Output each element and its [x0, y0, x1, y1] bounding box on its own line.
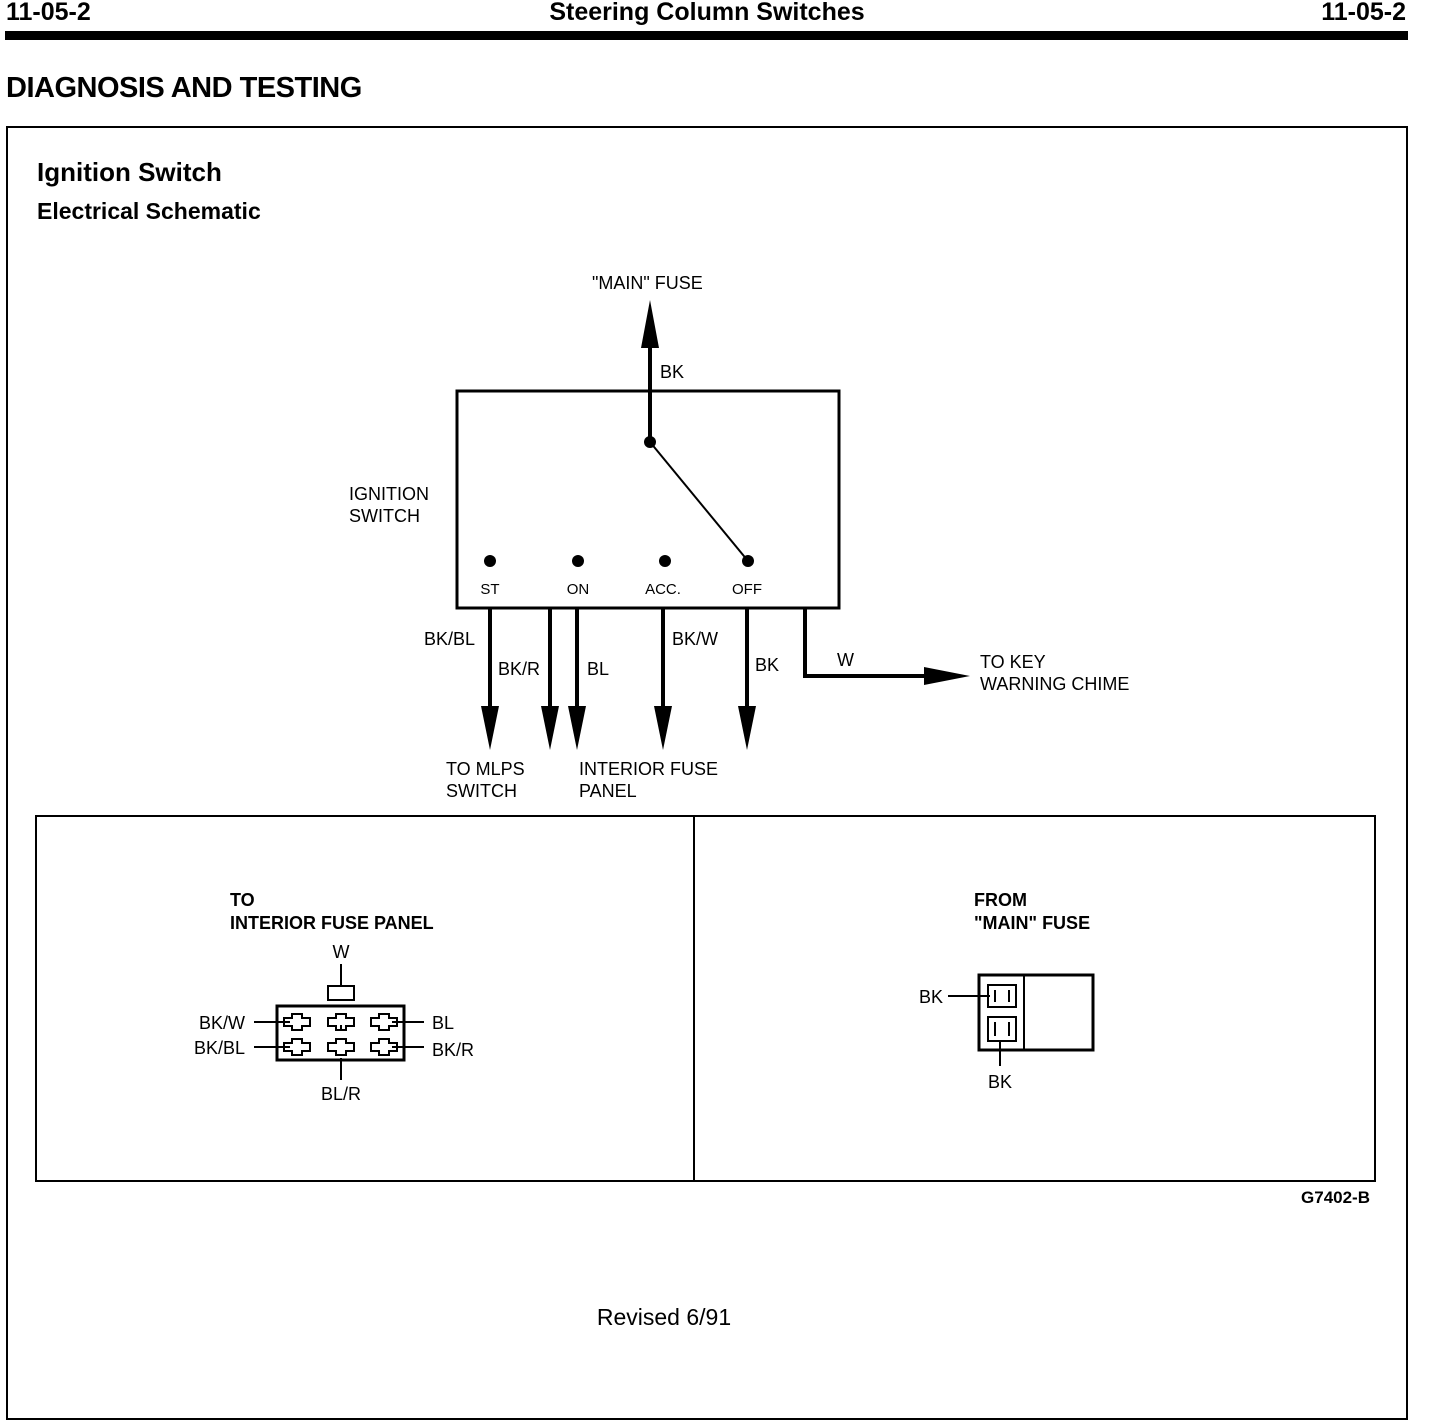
position-acc-label: ACC. [645, 581, 681, 598]
left-connector-title-line2: INTERIOR FUSE PANEL [230, 913, 434, 933]
wire-st-color: BK/BL [424, 629, 475, 649]
position-st-label: ST [480, 581, 499, 598]
left-connector-title-line1: TO [230, 890, 255, 910]
connector-panels [35, 815, 1376, 1182]
wire-chime [803, 608, 930, 678]
wire-on-1-color: BK/R [498, 659, 540, 679]
pin-label-upper-right: BL [432, 1013, 454, 1033]
terminal-upper [987, 984, 1017, 1008]
pin-label-lower-left: BK/BL [194, 1038, 245, 1058]
contact-acc [659, 555, 671, 567]
wire-off-color: BK [755, 655, 779, 675]
position-on-label: ON [567, 581, 590, 598]
switch-contact-arm [649, 441, 749, 562]
connector-pin-r1-c3 [370, 1013, 398, 1031]
right-connector-title-line2: "MAIN" FUSE [974, 913, 1090, 933]
wire-on-2-color: BL [587, 659, 609, 679]
arrow-down-icon [568, 706, 586, 750]
section-title: DIAGNOSIS AND TESTING [6, 72, 362, 104]
arrow-down-icon [481, 706, 499, 750]
page-number-right: 11-05-2 [1321, 0, 1406, 26]
pin-label-top: W [333, 942, 350, 962]
contact-on [572, 555, 584, 567]
wire-chime-color: W [837, 650, 854, 670]
switch-label-line1: IGNITION [349, 484, 429, 504]
destinations: TO MLPS SWITCH INTERIOR FUSE PANEL TO KE… [446, 652, 1129, 801]
arrow-down-icon [654, 706, 672, 750]
terminal-lower [987, 1016, 1017, 1042]
output-wires: BK/BL BK/R BL BK/W BK W [424, 608, 970, 750]
connector-pin-r1-c2 [327, 1013, 355, 1031]
figure-id: G7402-B [1301, 1188, 1370, 1207]
dest-mlps-line1: TO MLPS [446, 759, 525, 779]
main-fuse-wire-color: BK [660, 362, 684, 382]
switch-box [455, 389, 841, 610]
ignition-switch: IGNITION SWITCH ST ON ACC. OFF [349, 389, 841, 610]
dest-chime-line1: TO KEY [980, 652, 1046, 672]
header-rule [5, 31, 1408, 40]
main-fuse-feed: "MAIN" FUSE BK [592, 273, 703, 442]
dest-chime-line2: WARNING CHIME [980, 674, 1129, 694]
dest-fuse-panel-line1: INTERIOR FUSE [579, 759, 718, 779]
connector-body [977, 973, 1095, 1052]
page-number-left: 11-05-2 [6, 0, 91, 26]
pin-label-lower-right: BK/R [432, 1040, 474, 1060]
figure-frame [6, 126, 1408, 1420]
connector-pin-r1-c1 [283, 1013, 311, 1031]
contact-off [742, 555, 754, 567]
connector-pin-r2-c2 [327, 1038, 355, 1056]
connector-latch [327, 985, 355, 1001]
switch-label-line2: SWITCH [349, 506, 420, 526]
pin-label-bottom: BL/R [321, 1084, 361, 1104]
revision-note: Revised 6/91 [596, 1304, 732, 1330]
connector-pin-r2-c1 [283, 1038, 311, 1056]
connector-pin-r2-c3 [370, 1038, 398, 1056]
main-fuse-connector: FROM "MAIN" FUSE BK BK [919, 890, 1095, 1092]
main-fuse-label: "MAIN" FUSE [592, 273, 703, 293]
arrow-down-icon [738, 706, 756, 750]
interior-fuse-panel-connector: TO INTERIOR FUSE PANEL W BK/W BK/BL BL B… [194, 890, 474, 1104]
page-header-title: Steering Column Switches [549, 0, 865, 26]
figure-title: Ignition Switch [37, 157, 222, 187]
dest-fuse-panel-line2: PANEL [579, 781, 637, 801]
right-connector-title-line1: FROM [974, 890, 1027, 910]
contact-st [484, 555, 496, 567]
arrow-right-icon [924, 667, 970, 685]
figure-subtitle: Electrical Schematic [37, 198, 261, 224]
wire-acc-color: BK/W [672, 629, 718, 649]
arrow-down-icon [541, 706, 559, 750]
dest-mlps-line2: SWITCH [446, 781, 517, 801]
pin-label-upper-left: BK/W [199, 1013, 245, 1033]
arrow-up-icon [641, 300, 659, 348]
connector-panel-frame [35, 815, 1376, 1182]
pin-label-side: BK [919, 987, 943, 1007]
position-off-label: OFF [732, 581, 762, 598]
pin-label-bottom: BK [988, 1072, 1012, 1092]
